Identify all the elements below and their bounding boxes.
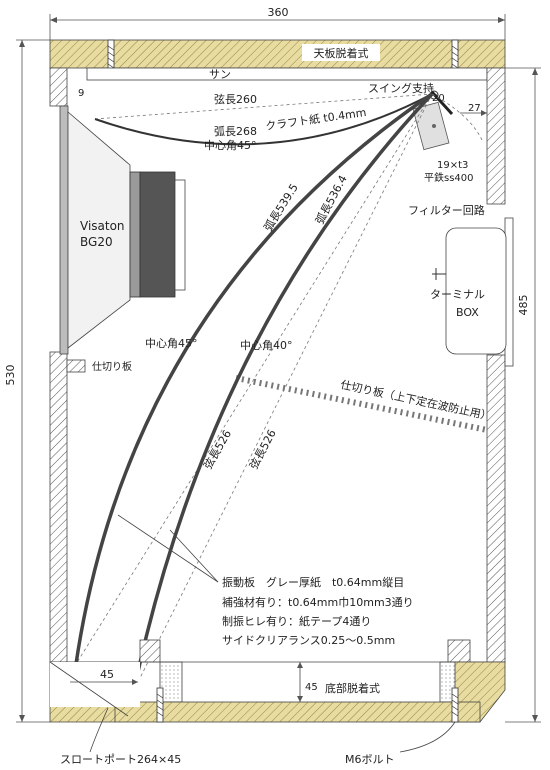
dimension-height-left: 530 <box>4 39 50 723</box>
chord-260-label: 弦長260 <box>214 92 257 106</box>
flat-bar-label-2: 平鉄ss400 <box>424 171 474 184</box>
terminal-box <box>445 227 507 355</box>
dimension-height-left-label: 530 <box>4 365 17 386</box>
center-angle-45-label: 中心角45° <box>145 337 198 350</box>
bottom-bolt <box>156 687 164 723</box>
note-line: 振動板 グレー厚紙 t0.64mm縦目 <box>222 575 404 589</box>
right-wall-bottom <box>486 354 506 663</box>
note-leader <box>117 514 219 583</box>
dimension-width-label: 360 <box>268 6 289 19</box>
throat-port-label: スロートポート264×45 <box>60 753 181 766</box>
swing-support-label: スイング支持 <box>368 81 434 95</box>
center-angle-40-label: 中心角40° <box>240 339 293 352</box>
san-cleat <box>86 67 488 81</box>
right-partition <box>235 375 488 433</box>
driver-label-2: BG20 <box>80 235 113 249</box>
right-wall-top <box>486 67 506 205</box>
diaphragm-arc-outer <box>74 92 433 665</box>
top-panel-label: 天板脱着式 <box>314 46 369 60</box>
bottom-panel-label: 底部脱着式 <box>325 681 380 695</box>
bottom-bolt <box>451 687 459 723</box>
left-wall-bottom <box>49 351 68 663</box>
flat-bar-label-1: 19×t3 <box>437 160 468 171</box>
dimension-height-right: 485 <box>505 67 541 723</box>
top-panel-label-bg <box>302 44 380 61</box>
note-line: 補強材有り：t0.64mm巾10mm3通り <box>222 595 414 609</box>
left-partition <box>66 359 86 373</box>
dimension-width: 360 <box>49 6 506 40</box>
filter-label: フィルター回路 <box>408 204 485 217</box>
left-partition-label: 仕切り板 <box>92 360 132 373</box>
bottom-post-right <box>447 639 471 663</box>
driver-magnet <box>139 171 176 298</box>
kraft-label: クラフト紙 t0.4mm <box>264 105 367 133</box>
chord-526-line-a <box>75 93 433 665</box>
left-wall-top <box>49 67 68 107</box>
throat-port-leader <box>89 707 109 753</box>
driver-label-1: Visaton <box>80 219 125 233</box>
port-width-label: 45 <box>100 668 114 681</box>
bottom-height-label: 45 <box>305 682 318 693</box>
diaphragm-arc-inner <box>132 92 434 691</box>
kraft-paper-arc <box>94 93 433 146</box>
top-panel <box>49 39 506 69</box>
terminal-label-2: BOX <box>456 306 479 319</box>
san-label: サン <box>209 68 231 81</box>
center-angle-45-top-label: 中心角45° <box>204 139 257 152</box>
port-divider-top <box>139 639 161 663</box>
bottom-panel <box>114 701 481 723</box>
swing-offset-label: 20 <box>432 93 445 104</box>
dimension-height-right-label: 485 <box>517 295 530 316</box>
driver-visaton-bg20 <box>59 105 186 355</box>
flat-bar <box>412 101 450 151</box>
arc-268-label: 弧長268 <box>214 124 257 138</box>
swing-support <box>412 90 454 151</box>
swing-right-label: 27 <box>468 103 481 114</box>
kraft-swing-trace <box>431 93 483 141</box>
right-partition-label: 仕切り板（上下定在波防止用） <box>339 377 493 423</box>
note-line: サイドクリアランス0.25〜0.5mm <box>222 634 395 647</box>
terminal-label-1: ターミナル <box>430 288 485 301</box>
m6-bolt-leader <box>399 721 456 753</box>
throat-port-opening <box>50 662 140 707</box>
note-line: 制振ヒレ有り：紙テープ4通り <box>222 614 371 628</box>
note-leader <box>169 529 219 583</box>
top-gap-label: 9 <box>78 88 84 99</box>
m6-bolt-label: M6ボルト <box>345 753 395 766</box>
chord-260-line <box>94 93 433 120</box>
